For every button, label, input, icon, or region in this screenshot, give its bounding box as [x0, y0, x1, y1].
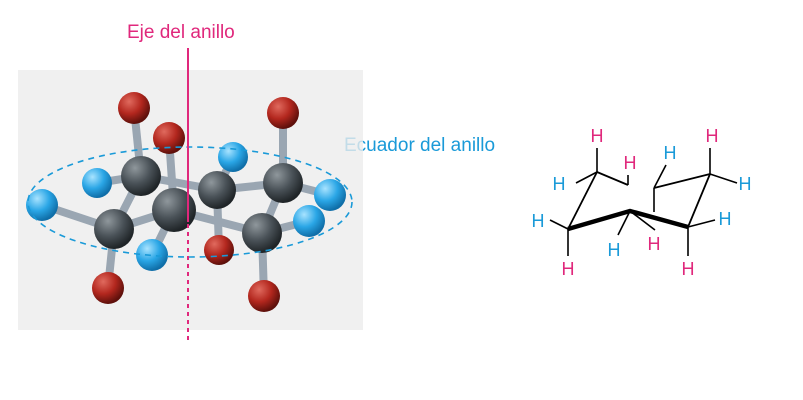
carbon-atoms [94, 156, 303, 253]
equatorial-hydrogen-label: H [608, 240, 621, 260]
carbon-atom [198, 171, 236, 209]
equatorial-atom [82, 168, 112, 198]
chair-ring-bonds [567, 171, 711, 232]
equatorial-atoms [26, 142, 346, 271]
equatorial-atom [136, 239, 168, 271]
axial-atom [267, 97, 299, 129]
axial-atoms [92, 92, 299, 312]
ring-equator-label: Ecuador del anillo [344, 135, 496, 156]
chair-hydrogens: H H H H H H H H H H H H [532, 126, 752, 279]
carbon-atom [152, 188, 196, 232]
axial-hydrogen-label: H [591, 126, 604, 146]
axial-atom [204, 235, 234, 265]
axial-atom [153, 122, 185, 154]
axial-atom [118, 92, 150, 124]
equatorial-hydrogen-label: H [553, 174, 566, 194]
carbon-atom [263, 163, 303, 203]
axial-atom [248, 280, 280, 312]
axial-hydrogen-label: H [562, 259, 575, 279]
axial-hydrogen-label: H [624, 153, 637, 173]
carbon-atom [121, 156, 161, 196]
ring-equator-ellipse [27, 146, 353, 258]
equatorial-hydrogen-label: H [719, 209, 732, 229]
chair-structure: H H H H H H H H H H H H [532, 126, 752, 279]
chair-h-bonds [549, 148, 738, 256]
carbon-atom [242, 213, 282, 253]
axial-hydrogen-label: H [706, 126, 719, 146]
equatorial-atom [293, 205, 325, 237]
equatorial-hydrogen-label: H [532, 211, 545, 231]
equatorial-hydrogen-label: H [739, 174, 752, 194]
equatorial-atom [218, 142, 248, 172]
equatorial-atom [314, 179, 346, 211]
equatorial-hydrogen-label: H [664, 143, 677, 163]
carbon-atom [94, 209, 134, 249]
axial-atom [92, 272, 124, 304]
axial-hydrogen-label: H [682, 259, 695, 279]
axial-hydrogen-label: H [648, 234, 661, 254]
equatorial-atom [26, 189, 58, 221]
ring-axis-label: Eje del anillo [127, 22, 235, 43]
